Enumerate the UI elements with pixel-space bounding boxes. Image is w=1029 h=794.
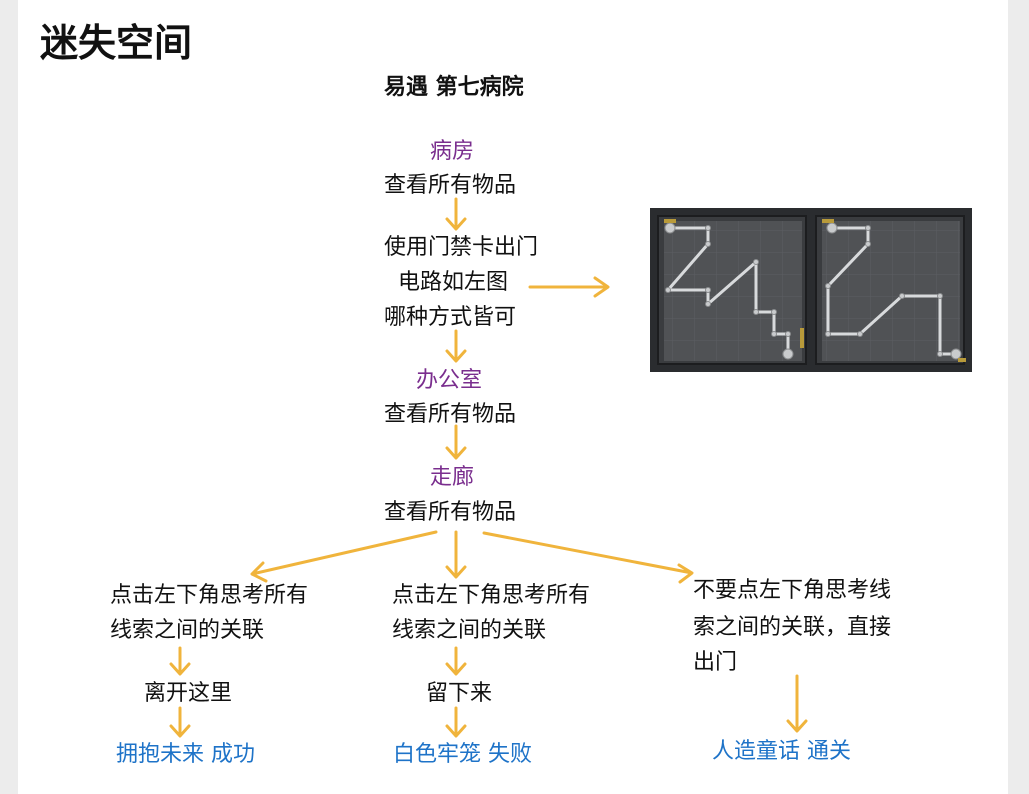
branch3-line2: 索之间的关联，直接 — [693, 615, 892, 640]
step-either-way: 哪种方式皆可 — [384, 305, 517, 330]
arrow-b1-a — [169, 646, 191, 676]
step-ward-check: 查看所有物品 — [384, 173, 517, 198]
puzzle-panel-left — [657, 215, 807, 365]
location-ward: 病房 — [430, 139, 475, 164]
branch1-action: 离开这里 — [144, 681, 233, 706]
arrow-right-puzzle — [528, 276, 610, 298]
step-corridor-check: 查看所有物品 — [384, 500, 517, 525]
arrow-b2-b — [445, 706, 467, 738]
branch2-result: 白色牢笼 失败 — [393, 742, 532, 767]
subtitle: 易遇 第七病院 — [384, 75, 524, 100]
branch3-result: 人造童话 通关 — [712, 739, 851, 764]
arrow-b2-a — [445, 646, 467, 676]
arrow-down-3 — [445, 424, 467, 460]
flow-arrows — [169, 197, 808, 738]
branch1-line2: 线索之间的关联 — [110, 618, 265, 643]
branch3-line3: 出门 — [693, 650, 738, 675]
arrow-down-2 — [445, 329, 467, 363]
arrow-down-1 — [445, 197, 467, 231]
puzzle-panel-right — [815, 215, 966, 365]
step-office-check: 查看所有物品 — [384, 402, 517, 427]
branch3-line1: 不要点左下角思考线 — [693, 578, 892, 603]
branch1-line1: 点击左下角思考所有 — [110, 583, 309, 608]
arrow-b1-b — [169, 706, 191, 738]
location-office: 办公室 — [416, 368, 483, 393]
page-title: 迷失空间 — [40, 21, 193, 65]
branch1-result: 拥抱未来 成功 — [116, 742, 255, 767]
step-circuit-note: 电路如左图 — [398, 270, 509, 295]
arrow-branch-right — [482, 531, 694, 584]
guide-page: 迷失空间 易遇 第七病院 病房 查看所有物品 使用门禁卡出门 电路如左图 哪种方… — [18, 0, 1008, 794]
arrow-b3 — [786, 674, 808, 733]
branch2-line1: 点击左下角思考所有 — [392, 583, 591, 608]
location-corridor: 走廊 — [430, 465, 475, 490]
step-door-card: 使用门禁卡出门 — [384, 235, 539, 260]
circuit-puzzle-image — [650, 208, 972, 372]
arrow-branch-left — [250, 530, 438, 583]
branch2-line2: 线索之间的关联 — [392, 618, 547, 643]
arrow-branch-middle — [445, 530, 467, 579]
branch2-action: 留下来 — [426, 681, 493, 706]
